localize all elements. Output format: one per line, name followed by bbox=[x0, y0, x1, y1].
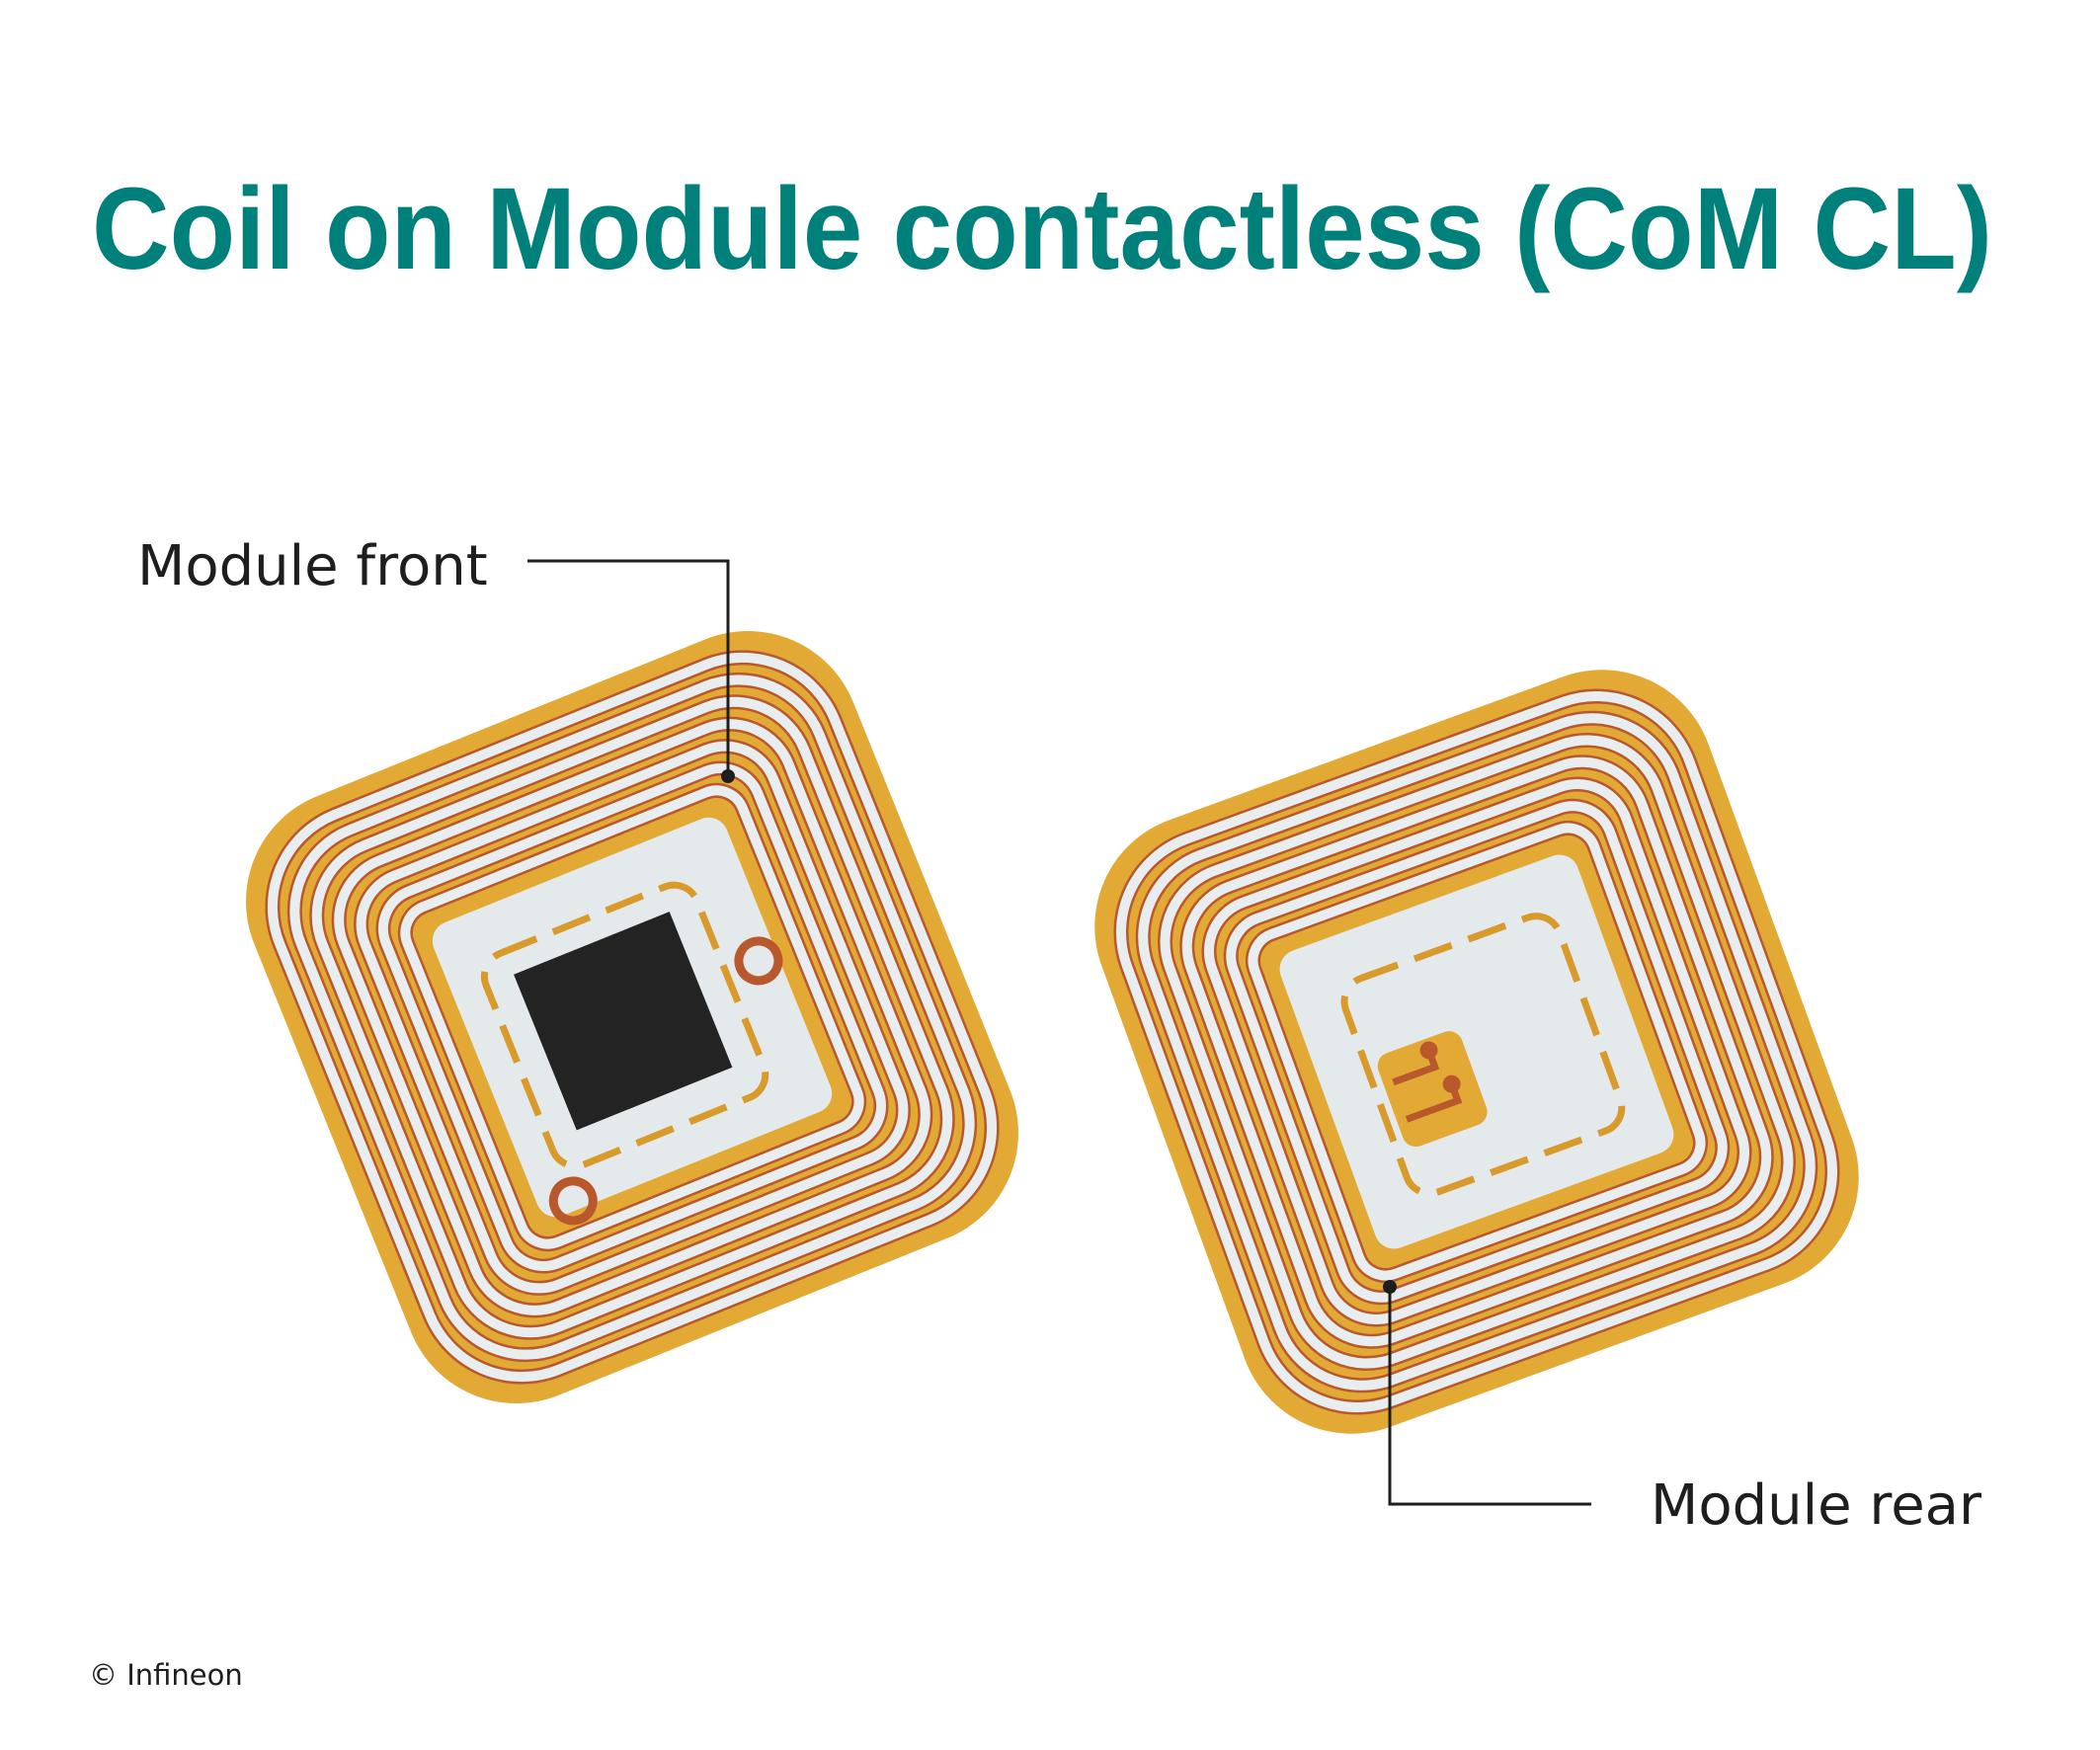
module-rear-image bbox=[1094, 670, 1859, 1434]
page-title: Coil on Module contactless (CoM CL) bbox=[92, 164, 1992, 294]
bond-pad bbox=[548, 1176, 598, 1226]
dashed-outline bbox=[1340, 913, 1626, 1197]
copyright-text: © Infineon bbox=[89, 1658, 243, 1692]
antenna-coil bbox=[1113, 688, 1840, 1415]
contact-dot bbox=[1419, 1041, 1438, 1060]
contact-dot bbox=[1442, 1074, 1461, 1093]
bond-pad bbox=[734, 936, 783, 986]
coil-turn bbox=[289, 675, 975, 1360]
front-leader-line bbox=[527, 559, 730, 776]
coil-turn bbox=[1115, 690, 1838, 1413]
coil-turn bbox=[334, 719, 930, 1315]
dashed-outline bbox=[480, 881, 769, 1170]
module-front-image bbox=[246, 631, 1018, 1403]
coil-turn bbox=[1248, 823, 1706, 1281]
coil-turn bbox=[1203, 778, 1750, 1325]
coil-turn bbox=[377, 762, 887, 1272]
coil-turn bbox=[1181, 756, 1772, 1347]
module-rear-label: Module rear bbox=[1651, 1473, 1982, 1538]
chip-die bbox=[514, 912, 733, 1131]
front-leader-dot bbox=[721, 769, 735, 783]
module-front-label: Module front bbox=[137, 534, 488, 598]
coil-turn bbox=[1160, 735, 1794, 1369]
inner-pad bbox=[1279, 854, 1674, 1249]
coil-turn bbox=[1138, 713, 1816, 1391]
coil-turn bbox=[400, 785, 864, 1249]
rear-leader-line bbox=[1388, 1287, 1591, 1506]
antenna-coil bbox=[265, 650, 1000, 1385]
contact-window bbox=[1377, 1031, 1488, 1148]
coil-turn bbox=[311, 696, 953, 1338]
rear-leader-dot bbox=[1383, 1280, 1397, 1294]
coil-turn bbox=[1226, 801, 1728, 1303]
coil-turn bbox=[267, 652, 998, 1383]
coil-turn bbox=[356, 741, 909, 1294]
